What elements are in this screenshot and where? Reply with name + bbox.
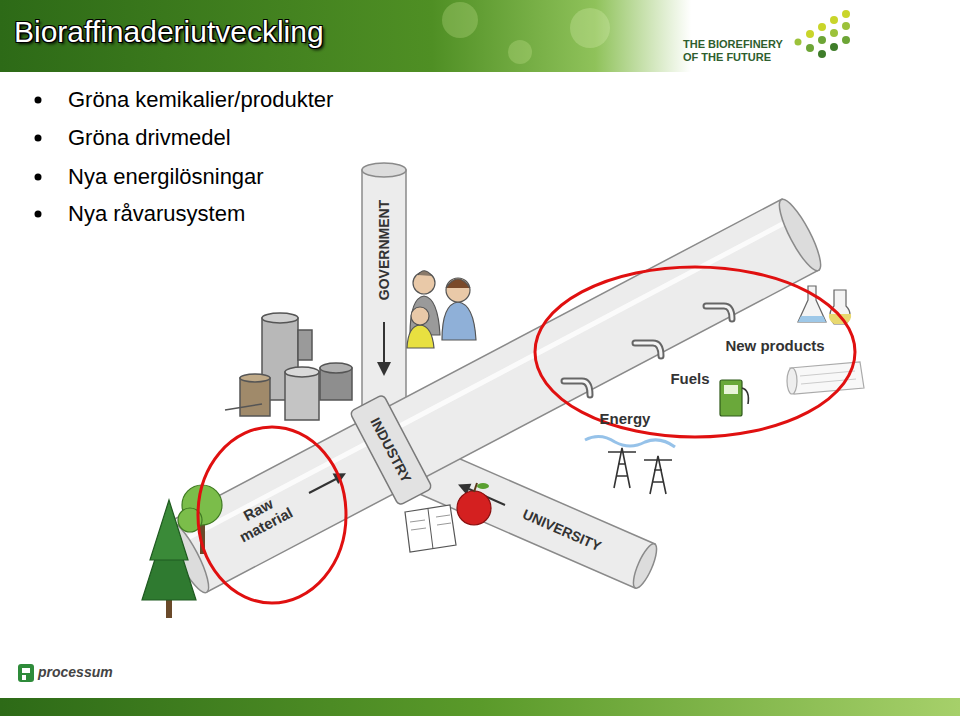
footer-bar xyxy=(0,698,960,716)
header-bokeh xyxy=(442,2,610,64)
highlight-circle xyxy=(535,267,855,437)
industry-ring xyxy=(350,394,433,506)
silos xyxy=(225,313,352,420)
pipe-label: INDUSTRY xyxy=(367,415,414,485)
book-apple xyxy=(405,483,491,552)
bullet-text: Nya energilösningar xyxy=(68,164,264,190)
tap-highlights xyxy=(564,306,732,395)
trees xyxy=(142,485,222,618)
slide-title: Bioraffinaderiutveckling xyxy=(14,14,324,50)
logo-dots xyxy=(795,10,851,58)
pipe-label: UNIVERSITY xyxy=(520,506,603,554)
power-pylons xyxy=(585,436,675,494)
output-label: Energy xyxy=(600,410,651,427)
taps xyxy=(564,306,732,395)
bullet-text: Nya råvarusystem xyxy=(68,201,245,227)
bullet-text: Gröna drivmedel xyxy=(68,125,231,151)
header-bar xyxy=(0,0,960,72)
government-pipe xyxy=(362,163,406,420)
pipe-label: GOVERNMENT xyxy=(376,200,392,300)
people xyxy=(407,271,476,348)
fuel-pump xyxy=(720,380,748,416)
logo-text: THE BIOREFINERY OF THE FUTURE xyxy=(683,38,795,64)
output-label: Fuels xyxy=(670,370,709,387)
highlight-circle xyxy=(198,427,346,603)
processum-icon xyxy=(18,664,34,682)
main-pipe xyxy=(161,195,828,597)
bullet-dots xyxy=(35,97,42,218)
company-logo-text: processum xyxy=(38,664,113,681)
bullet-text: Gröna kemikalier/produkter xyxy=(68,87,333,113)
pipe-label: Raw material xyxy=(221,485,302,550)
output-label: New products xyxy=(725,337,824,354)
